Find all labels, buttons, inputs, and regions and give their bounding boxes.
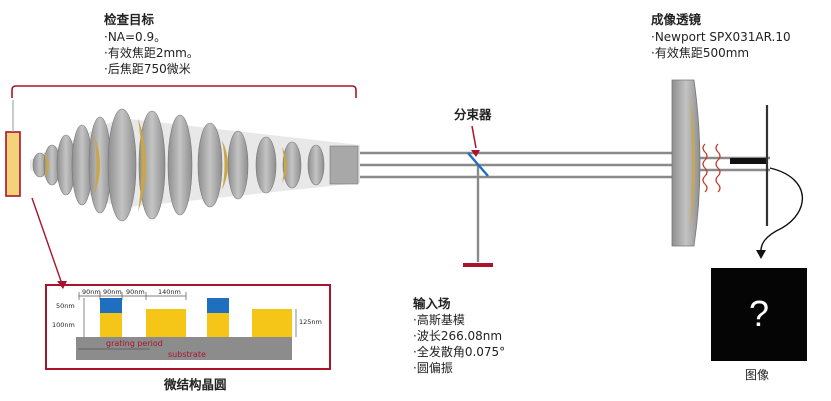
- height-label-125: 125nm: [299, 318, 322, 326]
- objective-bracket: [11, 85, 357, 98]
- detector-block: [730, 158, 766, 164]
- wafer-caption: 微结构晶圆: [164, 377, 227, 392]
- objective-spec-bfl: ·后焦距750微米: [104, 62, 191, 76]
- dim-label-3: 90nm: [126, 288, 145, 296]
- dim-label-2: 90nm: [103, 288, 122, 296]
- input-field-wavelength: ·波长266.08nm: [413, 329, 503, 343]
- imaging-lens: [671, 79, 701, 247]
- dim-label-4: 140nm: [158, 288, 181, 296]
- wafer-inset: [31, 197, 331, 370]
- sample-wafer-mark: [5, 131, 21, 197]
- image-arrow: [760, 167, 804, 255]
- input-field-mode: ·高斯基模: [413, 313, 465, 327]
- beam-splitter: [467, 152, 489, 177]
- objective-title: 检查目标: [104, 12, 155, 27]
- break-symbols: [702, 143, 721, 193]
- input-field-polarization: ·圆偏振: [413, 361, 453, 375]
- beam-splitter-pointer: [471, 125, 477, 149]
- beam-path: [360, 151, 770, 179]
- input-field-divergence: ·全发散角0.075°: [413, 345, 506, 359]
- image-question-mark: ?: [748, 293, 770, 334]
- height-label-100: 100nm: [52, 321, 75, 329]
- input-field-title: 输入场: [413, 296, 451, 311]
- imaging-lens-model: ·Newport SPX031AR.10: [651, 30, 791, 44]
- image-box: [711, 268, 807, 361]
- imaging-lens-focal: ·有效焦距500mm: [651, 46, 750, 60]
- dim-label-1: 90nm: [82, 288, 101, 296]
- image-caption: 图像: [745, 368, 770, 382]
- objective-lens-stack: [30, 108, 360, 222]
- beam-splitter-label: 分束器: [454, 107, 492, 122]
- objective-spec-focal: ·有效焦距2mm。: [104, 46, 199, 60]
- grating-period-label: grating period: [106, 339, 163, 348]
- imaging-lens-title: 成像透镜: [651, 12, 702, 27]
- objective-spec-na: ·NA=0.9。: [104, 30, 167, 44]
- height-label-50: 50nm: [56, 302, 75, 310]
- substrate-label: substrate: [168, 350, 206, 359]
